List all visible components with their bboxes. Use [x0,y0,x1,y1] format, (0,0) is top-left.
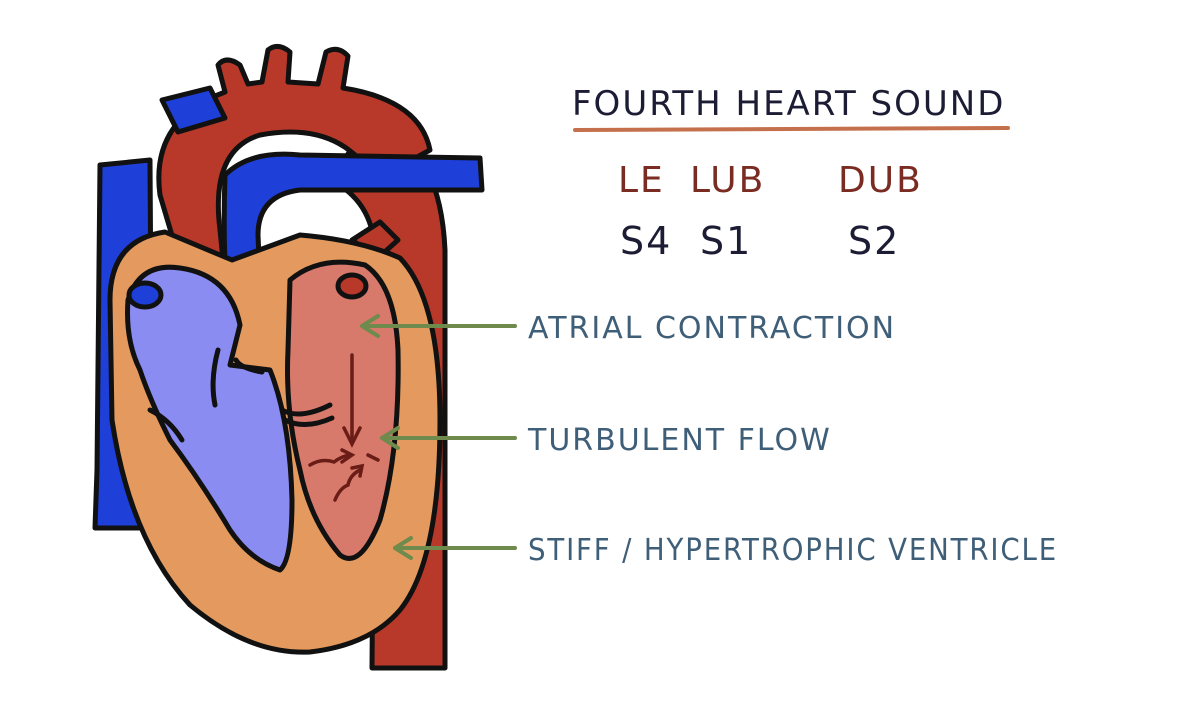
pointer-arrows [360,314,517,560]
right-chamber [125,264,295,573]
left-chamber [285,259,401,561]
label-s2: S2 [848,219,900,263]
label-atrial-contraction: ATRIAL CONTRACTION [528,311,896,346]
aortic-arch [156,44,433,343]
label-s4: S4 [620,219,672,263]
svc-opening [126,280,164,310]
septal-curl [147,407,185,443]
label-turbulent-flow: TURBULENT FLOW [527,423,832,458]
mitral-valve [279,402,335,427]
brachiocephalic-vein [159,85,228,135]
label-s1: S1 [700,219,752,263]
arrow-turbulent [380,426,517,450]
arrow-atrial [360,314,517,338]
title-underline [573,126,1010,132]
sound-lub: LUB [690,160,765,201]
page-title: FOURTH HEART SOUND [572,84,1005,124]
tricuspid-valve [210,347,265,408]
sound-le: LE [618,160,665,201]
turbulent-flow-arrows [308,353,380,502]
pulmonary-vein-opening [335,272,369,300]
arrow-stiff [393,536,517,560]
sound-dub: DUB [838,160,923,201]
label-stiff-ventricle: STIFF / HYPERTROPHIC VENTRICLE [528,533,1058,568]
